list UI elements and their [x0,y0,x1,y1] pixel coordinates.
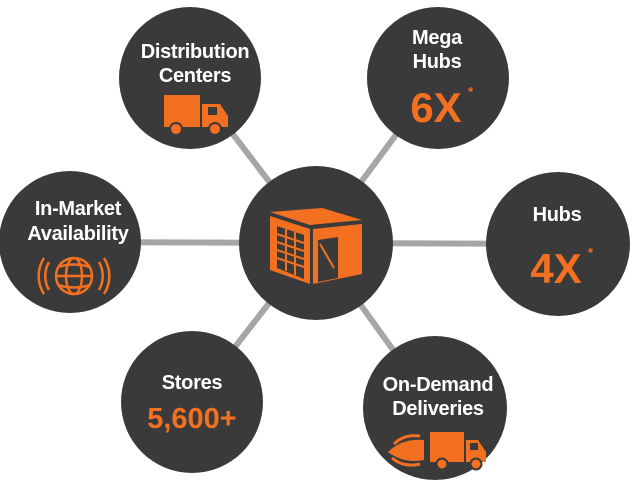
truck-icon [164,95,228,136]
stores-value: 5,600+ [147,403,237,435]
mega-hubs-title-line-2: Hubs [413,51,462,73]
node-mega-hubs: Mega Hubs 6X * [367,7,509,149]
node-distribution-centers: Distribution Centers [119,7,261,149]
node-on-demand-deliveries: On-Demand Deliveries [363,336,507,480]
warehouse-icon [270,208,362,284]
hubs-footnote: * [588,245,594,260]
stores-title: Stores [162,372,223,394]
speeding-truck-icon [388,432,486,471]
node-stores: Stores 5,600+ [121,331,263,473]
in-market-title-line-1: In-Market [35,198,122,220]
mega-hubs-value: 6X [410,84,461,131]
hubs-title: Hubs [533,204,582,226]
mega-hubs-title-line-1: Mega [412,27,463,49]
center-node [239,166,393,320]
distribution-centers-title-line-1: Distribution [141,41,250,63]
in-market-title-line-2: Availability [27,223,129,245]
globe-icon [37,256,111,296]
hubs-value: 4X [530,245,581,292]
distribution-centers-title-line-2: Centers [159,65,232,87]
node-in-market-availability: In-Market Availability [0,171,141,313]
on-demand-title-line-1: On-Demand [383,374,494,396]
mega-hubs-footnote: * [468,84,474,99]
on-demand-title-line-2: Deliveries [392,398,484,420]
node-hubs: Hubs 4X * [486,172,630,316]
